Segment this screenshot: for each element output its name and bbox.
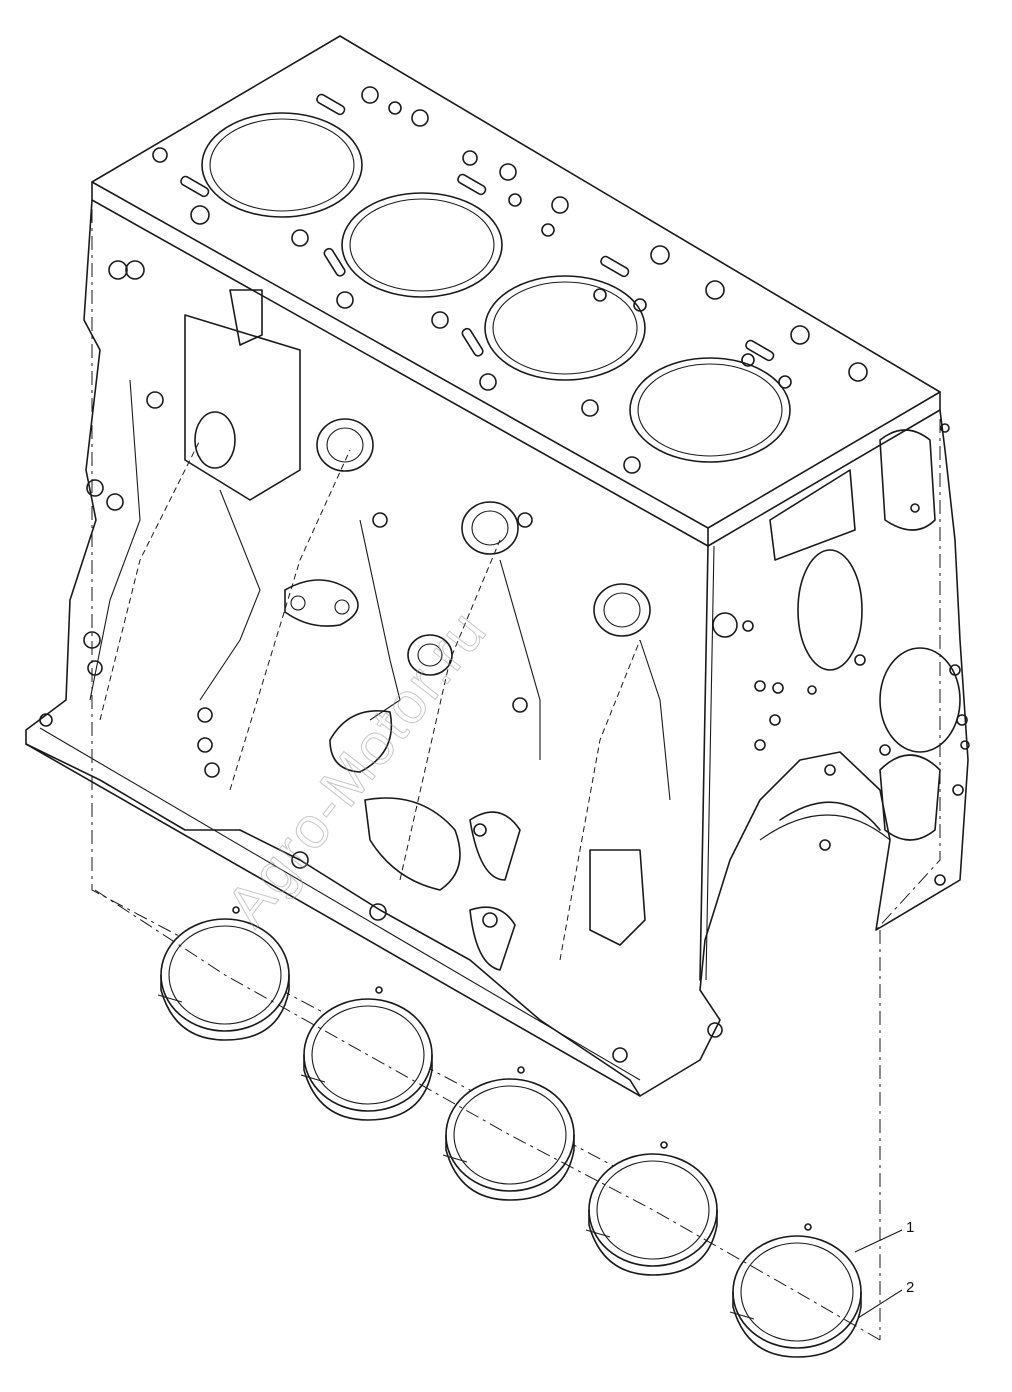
bearing-shells — [157, 906, 862, 1358]
block-front-face — [712, 423, 970, 886]
bearing-shell-5 — [729, 1223, 862, 1358]
cylinder-bores — [201, 112, 791, 463]
block-side-features — [39, 260, 723, 1063]
bearing-shell-4 — [585, 1141, 718, 1276]
callout-2: 2 — [857, 1279, 914, 1319]
crankshaft-axis-line — [94, 889, 881, 1341]
callout-2-label: 2 — [906, 1279, 914, 1296]
callout-1: 1 — [854, 1219, 914, 1253]
bearing-shell-3 — [442, 1066, 575, 1201]
deck-holes — [152, 86, 868, 474]
bearing-shell-2 — [300, 986, 433, 1121]
watermark: Agro-Motor.ru — [214, 598, 500, 938]
engine-block-drawing — [25, 35, 970, 1181]
callout-1-label: 1 — [906, 1219, 914, 1236]
